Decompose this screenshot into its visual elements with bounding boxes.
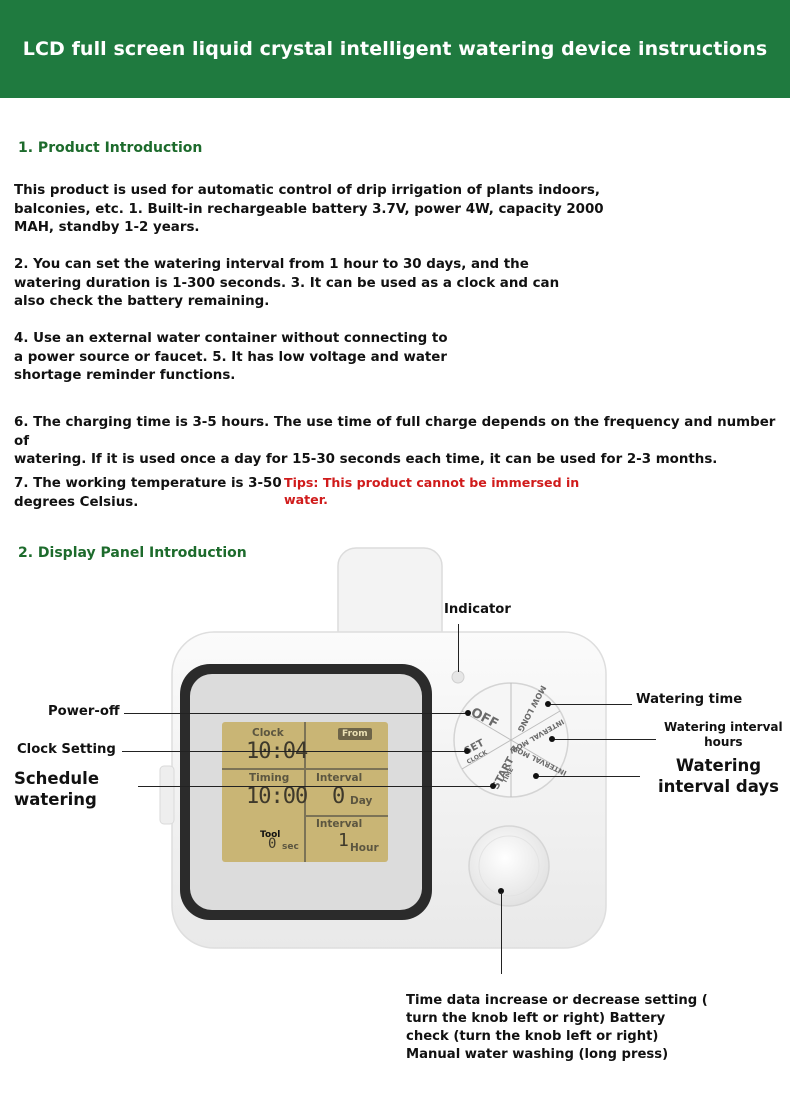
lcd-sec-value: 0 xyxy=(268,836,277,852)
leader-dot-knob xyxy=(498,888,504,894)
leader-interval-hours xyxy=(552,739,656,740)
lcd-from-badge: From xyxy=(338,728,372,740)
page-title: LCD full screen liquid crystal intellige… xyxy=(22,38,768,60)
lcd-grid-vertical xyxy=(304,722,306,862)
indicator-light xyxy=(451,670,465,684)
header-banner: LCD full screen liquid crystal intellige… xyxy=(0,0,790,98)
leader-indicator xyxy=(458,624,459,672)
lcd-tool-label: Tool xyxy=(260,830,281,840)
lcd-hour-value: 1 xyxy=(338,830,349,851)
lcd-interval-label: Interval xyxy=(316,772,363,784)
lcd-day-label: Day xyxy=(350,795,373,807)
leader-watering-time xyxy=(548,704,632,705)
lcd-sec-label: sec xyxy=(282,842,299,852)
lcd-timing-value: 10:00 xyxy=(246,784,308,809)
lcd-hour-label: Hour xyxy=(350,842,379,854)
lcd-interval-value: 0 xyxy=(332,784,345,809)
leader-dot-power-off xyxy=(465,710,471,716)
leader-dot-clock-setting xyxy=(464,748,470,754)
leader-dot-interval-hours xyxy=(549,736,555,742)
lcd-screen: Clock 10:04 From Timing 10:00 Interval 0… xyxy=(222,722,388,862)
intro-paragraph-3: 4. Use an external water container witho… xyxy=(14,331,448,383)
lcd-grid-horizontal-2 xyxy=(304,815,388,817)
lcd-grid-horizontal-1 xyxy=(222,768,388,770)
adjust-knob xyxy=(468,825,550,907)
leader-knob xyxy=(501,892,502,974)
leader-power-off xyxy=(124,713,468,714)
section-title-product-introduction: 1. Product Introduction xyxy=(18,140,203,156)
section-title-display-panel: 2. Display Panel Introduction xyxy=(18,545,247,561)
intro-paragraph-2: 2. You can set the watering interval fro… xyxy=(14,257,560,309)
lcd-timing-label: Timing xyxy=(249,772,290,784)
intro-paragraph-4: 6. The charging time is 3-5 hours. The u… xyxy=(14,415,776,467)
leader-dot-schedule xyxy=(490,783,496,789)
leader-clock-setting xyxy=(122,751,466,752)
tips-warning: Tips: This product cannot be immersed in… xyxy=(284,475,580,507)
label-power-off: Power-off xyxy=(48,704,120,719)
leader-dot-interval-days xyxy=(533,773,539,779)
lcd-interval2-label: Interval xyxy=(316,818,363,830)
label-watering-time: Watering time xyxy=(636,692,743,707)
lcd-clock-label: Clock xyxy=(252,727,284,739)
label-indicator: Indicator xyxy=(444,602,511,617)
side-clip xyxy=(159,765,175,825)
leader-interval-days xyxy=(536,776,640,777)
intro-paragraph-1: This product is used for automatic contr… xyxy=(14,183,604,235)
label-clock-setting: Clock Setting xyxy=(17,742,116,757)
label-knob-description: Time data increase or decrease setting (… xyxy=(406,993,708,1062)
leader-schedule xyxy=(138,786,492,787)
leader-dot-watering-time xyxy=(545,701,551,707)
